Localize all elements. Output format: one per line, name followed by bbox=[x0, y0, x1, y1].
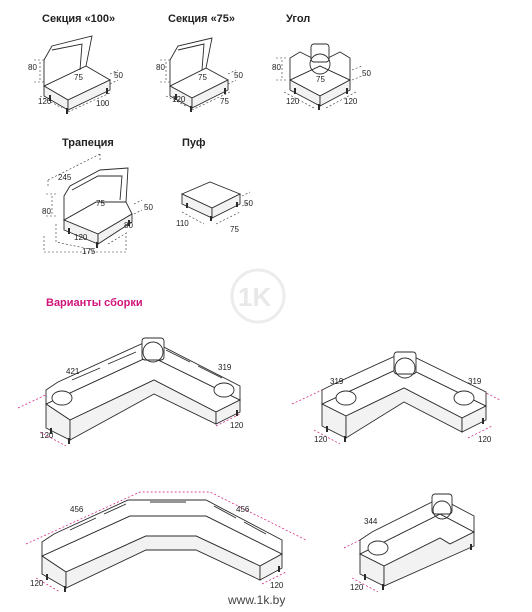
variant2-a-label: 319 bbox=[330, 377, 344, 386]
variant2-b-label: 319 bbox=[468, 377, 482, 386]
module-sekcia100-drawing bbox=[34, 35, 119, 114]
sekcia100-seat-label: 50 bbox=[114, 71, 123, 80]
assembly-variant-4 bbox=[343, 493, 475, 593]
module-title-sekcia100: Секция «100» bbox=[42, 13, 115, 25]
ugol-depth-label: 75 bbox=[316, 75, 325, 84]
assembly-title: Варианты сборки bbox=[46, 297, 143, 309]
watermark-logo: 1K bbox=[230, 268, 286, 324]
trapecia-bottom-label: 175 bbox=[82, 247, 96, 256]
module-title-trapecia: Трапеция bbox=[62, 137, 114, 149]
sekcia75-seat-label: 50 bbox=[234, 71, 243, 80]
watermark-logo-text: 1K bbox=[238, 282, 271, 312]
sekcia100-width-label: 120 bbox=[38, 97, 52, 106]
trapecia-seat-label: 50 bbox=[144, 203, 153, 212]
trapecia-length-label: 80 bbox=[124, 221, 133, 230]
module-puf-drawing bbox=[180, 181, 251, 225]
variant2-w1-label: 120 bbox=[314, 435, 328, 444]
trapecia-top-label: 245 bbox=[58, 173, 72, 182]
variant4-w1-label: 120 bbox=[350, 583, 364, 592]
sekcia100-depth-label: 75 bbox=[74, 73, 83, 82]
sekcia75-length-label: 75 bbox=[220, 97, 229, 106]
trapecia-height-label: 80 bbox=[42, 207, 51, 216]
sekcia100-height-label: 80 bbox=[28, 63, 37, 72]
trapecia-width-label: 120 bbox=[74, 233, 88, 242]
module-title-sekcia75: Секция «75» bbox=[168, 13, 235, 25]
ugol-seat-label: 50 bbox=[362, 69, 371, 78]
module-trapecia-drawing bbox=[43, 153, 143, 253]
assembly-variant-2 bbox=[291, 351, 501, 445]
variant1-a-label: 421 bbox=[66, 367, 80, 376]
puf-length-label: 75 bbox=[230, 225, 239, 234]
variant2-w2-label: 120 bbox=[478, 435, 492, 444]
assembly-variant-1 bbox=[17, 337, 242, 447]
module-sekcia75-drawing bbox=[160, 37, 237, 112]
variant1-b-label: 319 bbox=[218, 363, 232, 372]
ugol-height-label: 80 bbox=[272, 63, 281, 72]
sekcia75-depth-label: 75 bbox=[198, 73, 207, 82]
variant3-b-label: 456 bbox=[236, 505, 250, 514]
watermark-site: www.1k.by bbox=[227, 593, 285, 607]
sekcia100-length-label: 100 bbox=[96, 99, 110, 108]
variant4-a-label: 344 bbox=[364, 517, 378, 526]
variant1-w2-label: 120 bbox=[230, 421, 244, 430]
trapecia-depth-label: 75 bbox=[96, 199, 105, 208]
sekcia75-height-label: 80 bbox=[156, 63, 165, 72]
assembly-variant-3 bbox=[25, 491, 307, 593]
variant3-w2-label: 120 bbox=[270, 581, 284, 590]
sekcia75-width-label: 120 bbox=[172, 95, 186, 104]
variant3-w1-label: 120 bbox=[30, 579, 44, 588]
ugol-length-label: 120 bbox=[344, 97, 358, 106]
puf-width-label: 110 bbox=[176, 219, 189, 228]
module-ugol-drawing bbox=[276, 43, 363, 110]
ugol-width-label: 120 bbox=[286, 97, 300, 106]
puf-seat-label: 50 bbox=[244, 199, 253, 208]
variant3-a-label: 456 bbox=[70, 505, 84, 514]
module-title-ugol: Угол bbox=[286, 13, 310, 25]
module-title-puf: Пуф bbox=[182, 137, 206, 149]
variant1-w1-label: 120 bbox=[40, 431, 54, 440]
